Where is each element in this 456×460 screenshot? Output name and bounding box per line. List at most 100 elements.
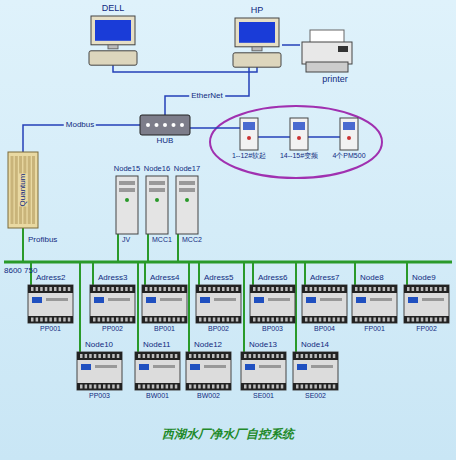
icon — [352, 285, 397, 323]
terminal — [253, 354, 256, 358]
plc-case — [90, 285, 135, 323]
node-sublabel: BW002 — [197, 392, 220, 400]
terminal — [145, 287, 148, 291]
terminal — [103, 385, 106, 389]
drive-cabinet: 1--12#软起 — [240, 118, 258, 150]
plc-module: Node12BW002 — [186, 352, 231, 390]
terminal — [108, 385, 111, 389]
terminal — [435, 318, 438, 322]
terminal — [290, 287, 293, 291]
terminal — [150, 287, 153, 291]
terminal — [145, 318, 148, 322]
terminal — [31, 318, 34, 322]
terminal — [98, 385, 101, 389]
terminal — [305, 287, 308, 291]
terminal — [328, 287, 331, 291]
terminal — [342, 318, 345, 322]
power-light — [125, 198, 129, 202]
node-sublabel: MCC2 — [182, 236, 202, 244]
cabinet — [340, 118, 358, 150]
terminal — [262, 385, 265, 389]
node-sublabel: FP002 — [416, 325, 437, 333]
monitor — [91, 16, 135, 45]
terminal — [439, 318, 442, 322]
plc-case — [404, 285, 449, 323]
terminal — [154, 318, 157, 322]
drive-slot — [119, 188, 135, 192]
terminal — [310, 354, 313, 358]
terminal — [49, 287, 52, 291]
terminal — [272, 354, 275, 358]
profibus-drop — [23, 228, 80, 352]
terminal — [412, 287, 415, 291]
screen — [95, 20, 131, 41]
drive-cabinet: 14--15#变频 — [290, 118, 308, 150]
terminal — [337, 287, 340, 291]
terminal — [310, 385, 313, 389]
node-label: HP — [251, 6, 264, 16]
terminal — [272, 385, 275, 389]
terminal — [170, 385, 173, 389]
plc-module: Node10PP003 — [77, 352, 122, 390]
terminal-strip — [90, 285, 135, 293]
led-row — [268, 298, 290, 301]
icon — [240, 118, 258, 150]
terminal — [301, 354, 304, 358]
terminal — [85, 385, 88, 389]
terminal — [319, 354, 322, 358]
terminal — [425, 287, 428, 291]
terminal — [40, 287, 43, 291]
led-row — [214, 298, 236, 301]
rack-slot — [11, 156, 14, 224]
node-label: printer — [322, 75, 348, 85]
plc-case — [77, 352, 122, 390]
modbus-link — [190, 127, 240, 129]
modbus-link — [308, 136, 340, 138]
terminal — [333, 385, 336, 389]
terminal-strip — [77, 352, 122, 360]
tower-case — [176, 176, 198, 234]
bus-label: Modbus — [64, 121, 96, 130]
plc-module: Node14SE002 — [293, 352, 338, 390]
terminal — [227, 287, 230, 291]
logo — [245, 364, 255, 370]
drive-slot — [149, 181, 165, 185]
terminal — [147, 385, 150, 389]
icon — [250, 285, 295, 323]
cabinet — [290, 118, 308, 150]
terminal — [301, 385, 304, 389]
terminal — [112, 385, 115, 389]
terminal — [276, 318, 279, 322]
logo — [408, 297, 418, 303]
terminal-strip — [404, 285, 449, 293]
terminal — [328, 318, 331, 322]
terminal-strip — [352, 316, 397, 323]
indicator — [297, 136, 301, 140]
terminal — [94, 385, 97, 389]
terminal — [208, 318, 211, 322]
logo — [81, 364, 91, 370]
node-label: Quantum — [19, 174, 28, 207]
node-label: Adress3 — [98, 274, 127, 283]
stand — [252, 47, 262, 51]
terminal — [231, 318, 234, 322]
terminal-strip — [241, 352, 286, 360]
terminal — [125, 287, 128, 291]
terminal — [267, 385, 270, 389]
terminal — [236, 318, 239, 322]
terminal — [258, 287, 261, 291]
terminal — [392, 287, 395, 291]
icon — [293, 352, 338, 390]
terminal — [387, 318, 390, 322]
logo — [254, 297, 264, 303]
node-label: Node14 — [301, 341, 329, 350]
icon — [300, 28, 354, 74]
terminal — [116, 287, 119, 291]
network-link — [165, 66, 249, 115]
terminal — [130, 287, 133, 291]
terminal-strip — [90, 316, 135, 323]
terminal — [221, 354, 224, 358]
terminal — [163, 287, 166, 291]
terminal — [94, 354, 97, 358]
